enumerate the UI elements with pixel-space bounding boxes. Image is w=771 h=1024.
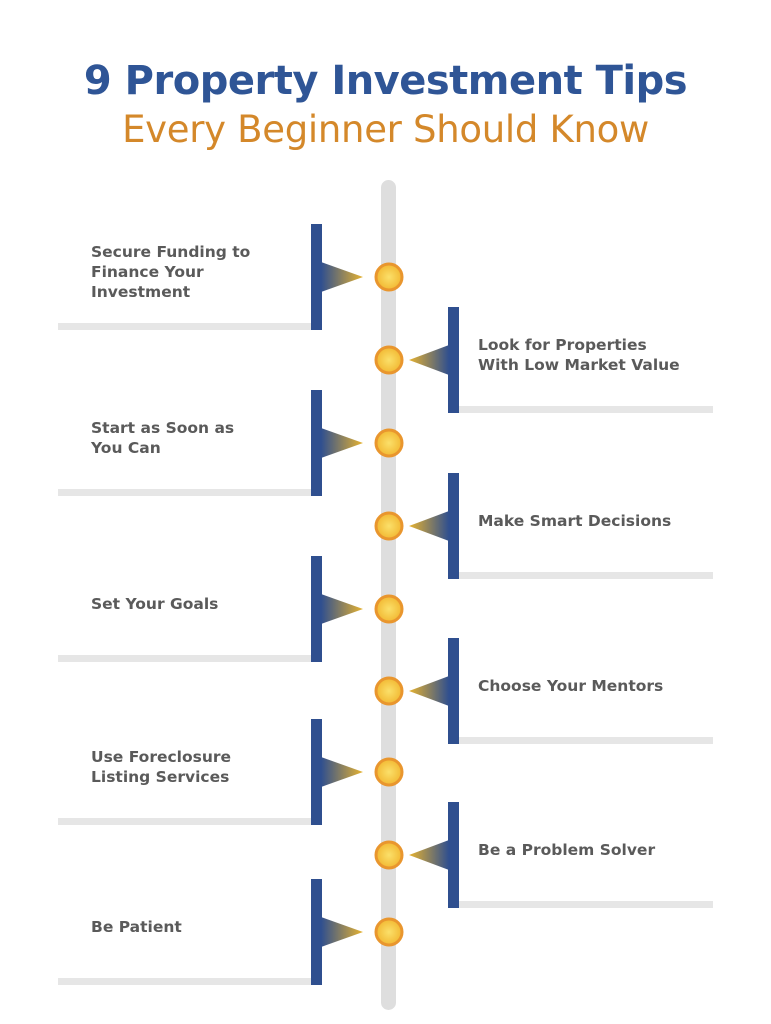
tip-5-dot — [374, 594, 404, 624]
tip-7-dot — [374, 757, 404, 787]
tip-8-pointer — [409, 840, 449, 870]
tip-1-flag — [311, 224, 322, 330]
tip-8-label: Be a Problem Solver — [478, 841, 656, 859]
tip-3-label: Start as Soon as You Can — [91, 419, 235, 457]
tip-5-label: Set Your Goals — [91, 595, 219, 613]
tip-5-pointer — [321, 594, 363, 624]
title-line-1: 9 Property Investment Tips — [83, 58, 688, 104]
tip-6-label: Choose Your Mentors — [478, 677, 664, 695]
tip-7-pointer — [321, 757, 363, 787]
tip-7-flag — [311, 719, 322, 825]
tip-6-shelf — [456, 737, 713, 744]
tip-7-label: Use Foreclosure Listing Services — [91, 748, 232, 786]
tip-5-flag — [311, 556, 322, 662]
tip-1-dot — [374, 262, 404, 292]
tip-2-flag — [448, 307, 459, 413]
tip-4-dot — [374, 511, 404, 541]
tip-9-flag — [311, 879, 322, 985]
tip-8-flag — [448, 802, 459, 908]
tip-7-shelf — [58, 818, 314, 825]
tip-8-shelf — [456, 901, 713, 908]
tip-9-label: Be Patient — [91, 918, 182, 936]
tip-5-shelf — [58, 655, 314, 662]
tip-9-pointer — [321, 917, 363, 947]
tip-1-label: Secure Funding to Finance Your Investmen… — [91, 243, 251, 301]
tip-3-shelf — [58, 489, 314, 496]
tip-2-label: Look for Properties With Low Market Valu… — [478, 336, 680, 374]
tip-2-shelf — [456, 406, 713, 413]
tip-4-flag — [448, 473, 459, 579]
tip-3-dot — [374, 428, 404, 458]
tip-4-shelf — [456, 572, 713, 579]
tip-3-flag — [311, 390, 322, 496]
tip-2-pointer — [409, 345, 449, 375]
tip-1-pointer — [321, 262, 363, 292]
tip-6-flag — [448, 638, 459, 744]
tip-9-dot — [374, 917, 404, 947]
title-line-2: Every Beginner Should Know — [122, 108, 649, 151]
tip-9-shelf — [58, 978, 314, 985]
tip-2-dot — [374, 345, 404, 375]
tip-6-pointer — [409, 676, 449, 706]
tip-3-pointer — [321, 428, 363, 458]
tip-4-pointer — [409, 511, 449, 541]
tip-1-shelf — [58, 323, 314, 330]
tip-6-dot — [374, 676, 404, 706]
tip-8-dot — [374, 840, 404, 870]
tip-4-label: Make Smart Decisions — [478, 512, 672, 530]
